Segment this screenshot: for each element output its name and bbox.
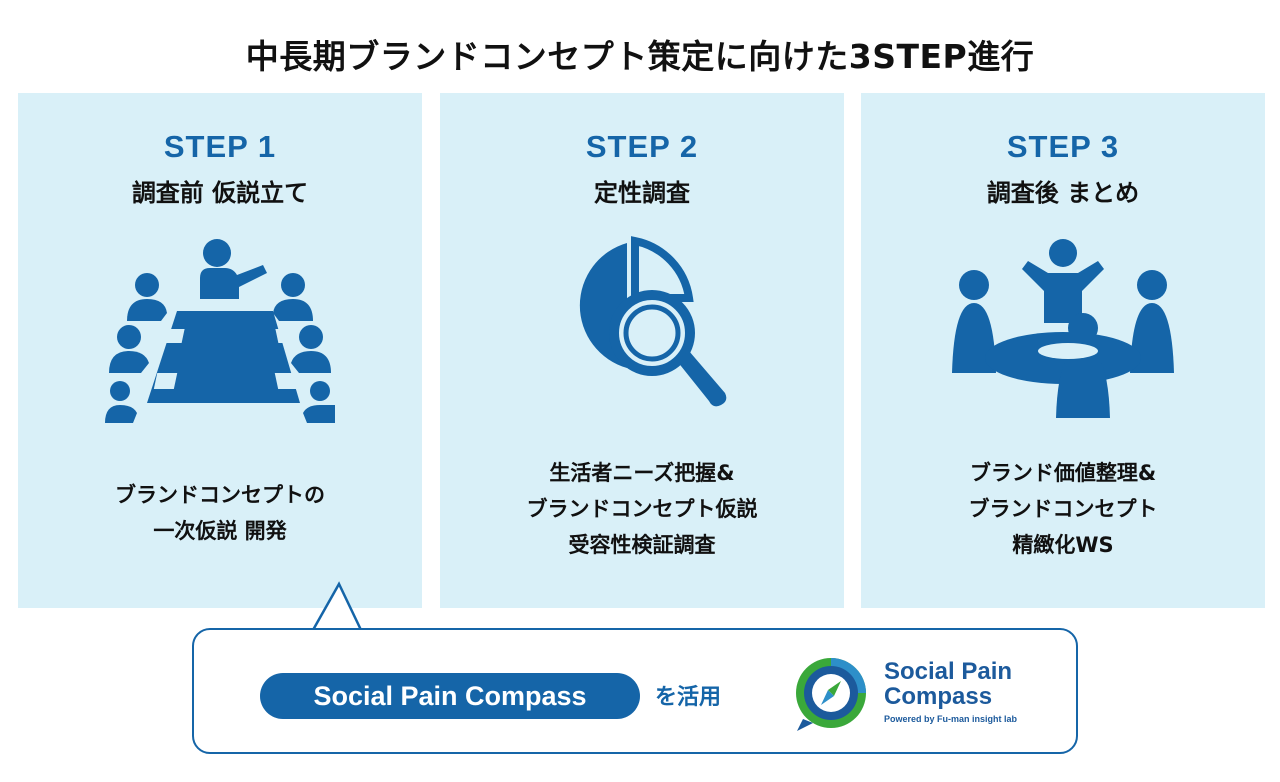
logo-title-line1: Social Pain — [884, 658, 1013, 685]
step-subtitle: 調査後 まとめ — [986, 179, 1140, 207]
step-description: ブランド価値整理& ブランドコンセプト 精緻化WS — [861, 455, 1265, 563]
step-card-3: STEP 3 調査後 まとめ ブランド価値整理& ブランドコンセプト 精緻化WS — [861, 93, 1265, 608]
step-description: 生活者ニーズ把握& ブランドコンセプト仮説 受容性検証調査 — [440, 455, 844, 563]
desc-line: ブランドコンセプトの — [115, 483, 325, 507]
step-card-2: STEP 2 定性調査 生活者ニーズ把握& ブランドコンセプト仮説 受容性検証調… — [440, 93, 844, 608]
logo-title-line2: Compass — [884, 683, 993, 710]
step-label: STEP 3 — [1006, 129, 1120, 164]
desc-line: ブランドコンセプト — [968, 497, 1158, 521]
compass-logo-icon — [796, 658, 866, 731]
step-card-1: STEP 1 調査前 仮説立て — [18, 93, 422, 608]
workshop-group-icon — [952, 239, 1174, 418]
desc-line: 一次仮説 開発 — [153, 519, 287, 543]
social-pain-compass-callout: Social Pain Compass を活用 Social Pain Comp… — [192, 628, 1078, 754]
callout-suffix: を活用 — [655, 685, 722, 710]
pie-chart-search-icon — [579, 236, 727, 407]
meeting-icon — [105, 239, 335, 423]
step-label: STEP 2 — [585, 129, 699, 164]
logo-powered-by: Powered by Fu-man insight lab — [884, 714, 1018, 724]
step-description: ブランドコンセプトの 一次仮説 開発 — [18, 477, 422, 549]
desc-line: ブランド価値整理& — [969, 461, 1157, 485]
step-label: STEP 1 — [163, 129, 277, 164]
step-subtitle: 定性調査 — [594, 179, 690, 207]
step-subtitle: 調査前 仮説立て — [131, 179, 309, 207]
desc-line: ブランドコンセプト仮説 — [526, 497, 758, 521]
desc-line: 生活者ニーズ把握& — [549, 461, 735, 485]
callout-pointer — [311, 581, 363, 634]
desc-line: 受容性検証調査 — [568, 533, 716, 557]
social-pain-compass-badge: Social Pain Compass — [260, 673, 640, 719]
desc-line: 精緻化WS — [1012, 533, 1114, 557]
page-title: 中長期ブランドコンセプト策定に向けた3STEP進行 — [245, 37, 1035, 76]
